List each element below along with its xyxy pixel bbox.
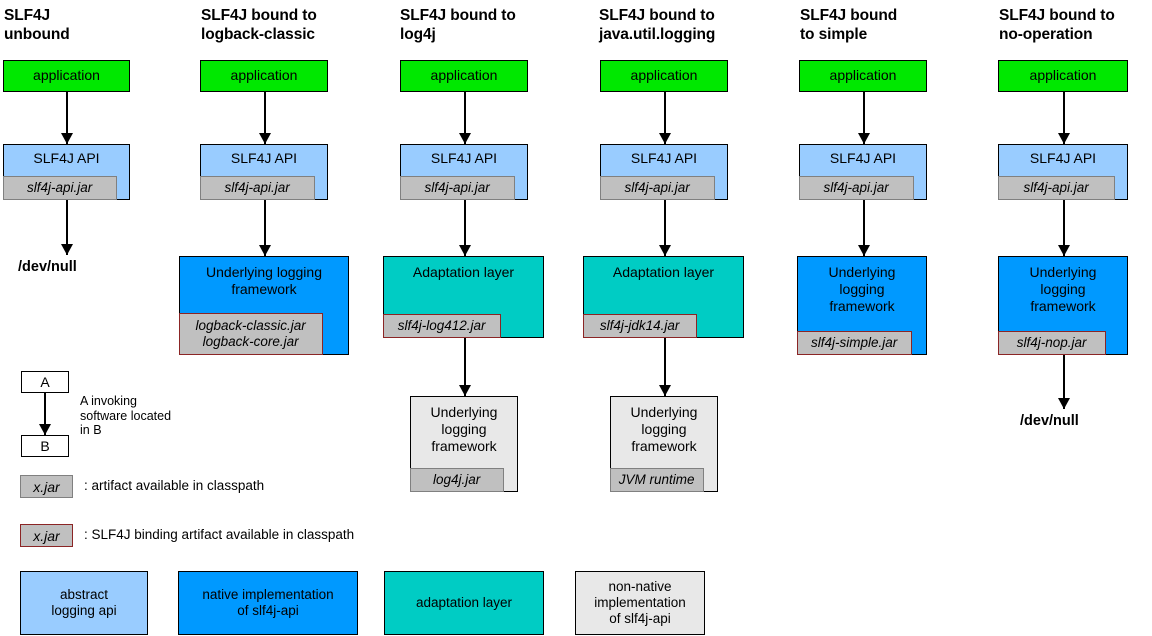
node-label: Adaptation layer <box>412 264 515 280</box>
column-title-simple: SLF4J bound to simple <box>800 7 898 43</box>
legend-artifact-caption: : artifact available in classpath <box>84 478 265 493</box>
legend-invocation-description: A invoking software located in B <box>80 394 172 437</box>
node-label: Underlying logging framework <box>630 404 698 454</box>
node-application-log4j: application <box>400 60 528 92</box>
jar-tag-jvm-runtime: JVM runtime <box>609 468 704 493</box>
node-application-jul: application <box>600 60 728 92</box>
column-title-logback-classic: SLF4J bound to logback-classic <box>201 7 317 43</box>
node-slf4j-api-unbound: SLF4J API slf4j-api.jar <box>2 144 130 201</box>
terminal-devnull-unbound: /dev/null <box>18 259 77 275</box>
node-label: application <box>630 67 698 83</box>
node-underlying-framework-jul: Underlying logging framework JVM runtime <box>609 396 718 493</box>
jar-tag-log4j: log4j.jar <box>409 468 504 493</box>
node-label: application <box>430 67 498 83</box>
jar-tag-slf4j-nop: slf4j-nop.jar <box>997 331 1106 356</box>
jar-tag-slf4j-log4j: slf4j-log412.jar <box>382 314 501 339</box>
key-adaptation-layer: adaptation layer <box>384 571 544 635</box>
column-title-java-util-logging: SLF4J bound to java.util.logging <box>599 7 716 43</box>
jar-tag-slf4j-api: slf4j-api.jar <box>997 176 1115 201</box>
column-title-no-operation: SLF4J bound to no-operation <box>999 7 1115 43</box>
node-label: application <box>1029 67 1097 83</box>
legend-binding-artifact-caption: : SLF4J binding artifact available in cl… <box>84 527 355 542</box>
node-adaptation-layer-jul: Adaptation layer slf4j-jdk14.jar <box>582 256 744 339</box>
node-underlying-framework-simple: Underlying logging framework slf4j-simpl… <box>796 256 927 356</box>
node-label: application <box>230 67 298 83</box>
column-title-unbound: SLF4J unbound <box>4 7 70 43</box>
legend-box-a-label: A <box>40 374 50 390</box>
node-application-logback: application <box>200 60 328 92</box>
node-application-simple: application <box>799 60 927 92</box>
jar-tag-slf4j-api: slf4j-api.jar <box>599 176 715 201</box>
key-non-native-implementation: non-native implementation of slf4j-api <box>575 571 705 635</box>
node-slf4j-api-jul: SLF4J API slf4j-api.jar <box>599 144 728 201</box>
legend-box-a: A <box>21 371 69 393</box>
node-label: SLF4J API <box>1029 150 1097 166</box>
node-underlying-framework-nop: Underlying logging framework slf4j-nop.j… <box>997 256 1128 356</box>
node-underlying-framework-logback: Underlying logging framework logback-cla… <box>178 256 349 356</box>
node-label: SLF4J API <box>829 150 897 166</box>
node-label: SLF4J API <box>630 150 698 166</box>
jar-tag-slf4j-simple: slf4j-simple.jar <box>796 331 912 356</box>
node-label: Underlying logging framework <box>206 264 322 297</box>
key-native-implementation: native implementation of slf4j-api <box>178 571 358 635</box>
node-adaptation-layer-log4j: Adaptation layer slf4j-log412.jar <box>382 256 544 339</box>
legend-artifact-swatch: x.jar <box>20 475 73 498</box>
node-label: Adaptation layer <box>612 264 715 280</box>
key-label: non-native implementation of slf4j-api <box>594 579 686 626</box>
legend-box-b: B <box>21 435 69 457</box>
key-label: adaptation layer <box>415 595 513 610</box>
node-label: SLF4J API <box>430 150 498 166</box>
terminal-devnull-nop: /dev/null <box>1020 413 1079 429</box>
jar-tag-slf4j-api: slf4j-api.jar <box>199 176 315 201</box>
jar-tag-slf4j-api: slf4j-api.jar <box>798 176 914 201</box>
node-application-nop: application <box>998 60 1128 92</box>
jar-tag-slf4j-api: slf4j-api.jar <box>2 176 117 201</box>
key-abstract-logging-api: abstract logging api <box>20 571 148 635</box>
jar-tag-slf4j-jdk14: slf4j-jdk14.jar <box>582 314 697 339</box>
node-label: SLF4J API <box>230 150 298 166</box>
jar-tag-slf4j-api: slf4j-api.jar <box>399 176 515 201</box>
node-label: application <box>829 67 897 83</box>
key-label: abstract logging api <box>51 587 117 618</box>
column-title-log4j: SLF4J bound to log4j <box>400 7 516 43</box>
legend-box-b-label: B <box>40 438 50 454</box>
node-slf4j-api-log4j: SLF4J API slf4j-api.jar <box>399 144 528 201</box>
jar-tag-logback: logback-classic.jar logback-core.jar <box>178 313 323 356</box>
node-label: Underlying logging framework <box>430 404 498 454</box>
node-label: application <box>33 67 100 83</box>
node-label: Underlying logging framework <box>1029 264 1097 314</box>
node-slf4j-api-simple: SLF4J API slf4j-api.jar <box>798 144 927 201</box>
node-underlying-framework-log4j: Underlying logging framework log4j.jar <box>409 396 518 493</box>
node-slf4j-api-logback: SLF4J API slf4j-api.jar <box>199 144 328 201</box>
key-label: native implementation of slf4j-api <box>202 587 334 618</box>
node-label: SLF4J API <box>33 150 100 166</box>
node-application-unbound: application <box>3 60 130 92</box>
legend-binding-artifact-swatch: x.jar <box>20 524 73 547</box>
node-slf4j-api-nop: SLF4J API slf4j-api.jar <box>997 144 1128 201</box>
node-label: Underlying logging framework <box>828 264 896 314</box>
